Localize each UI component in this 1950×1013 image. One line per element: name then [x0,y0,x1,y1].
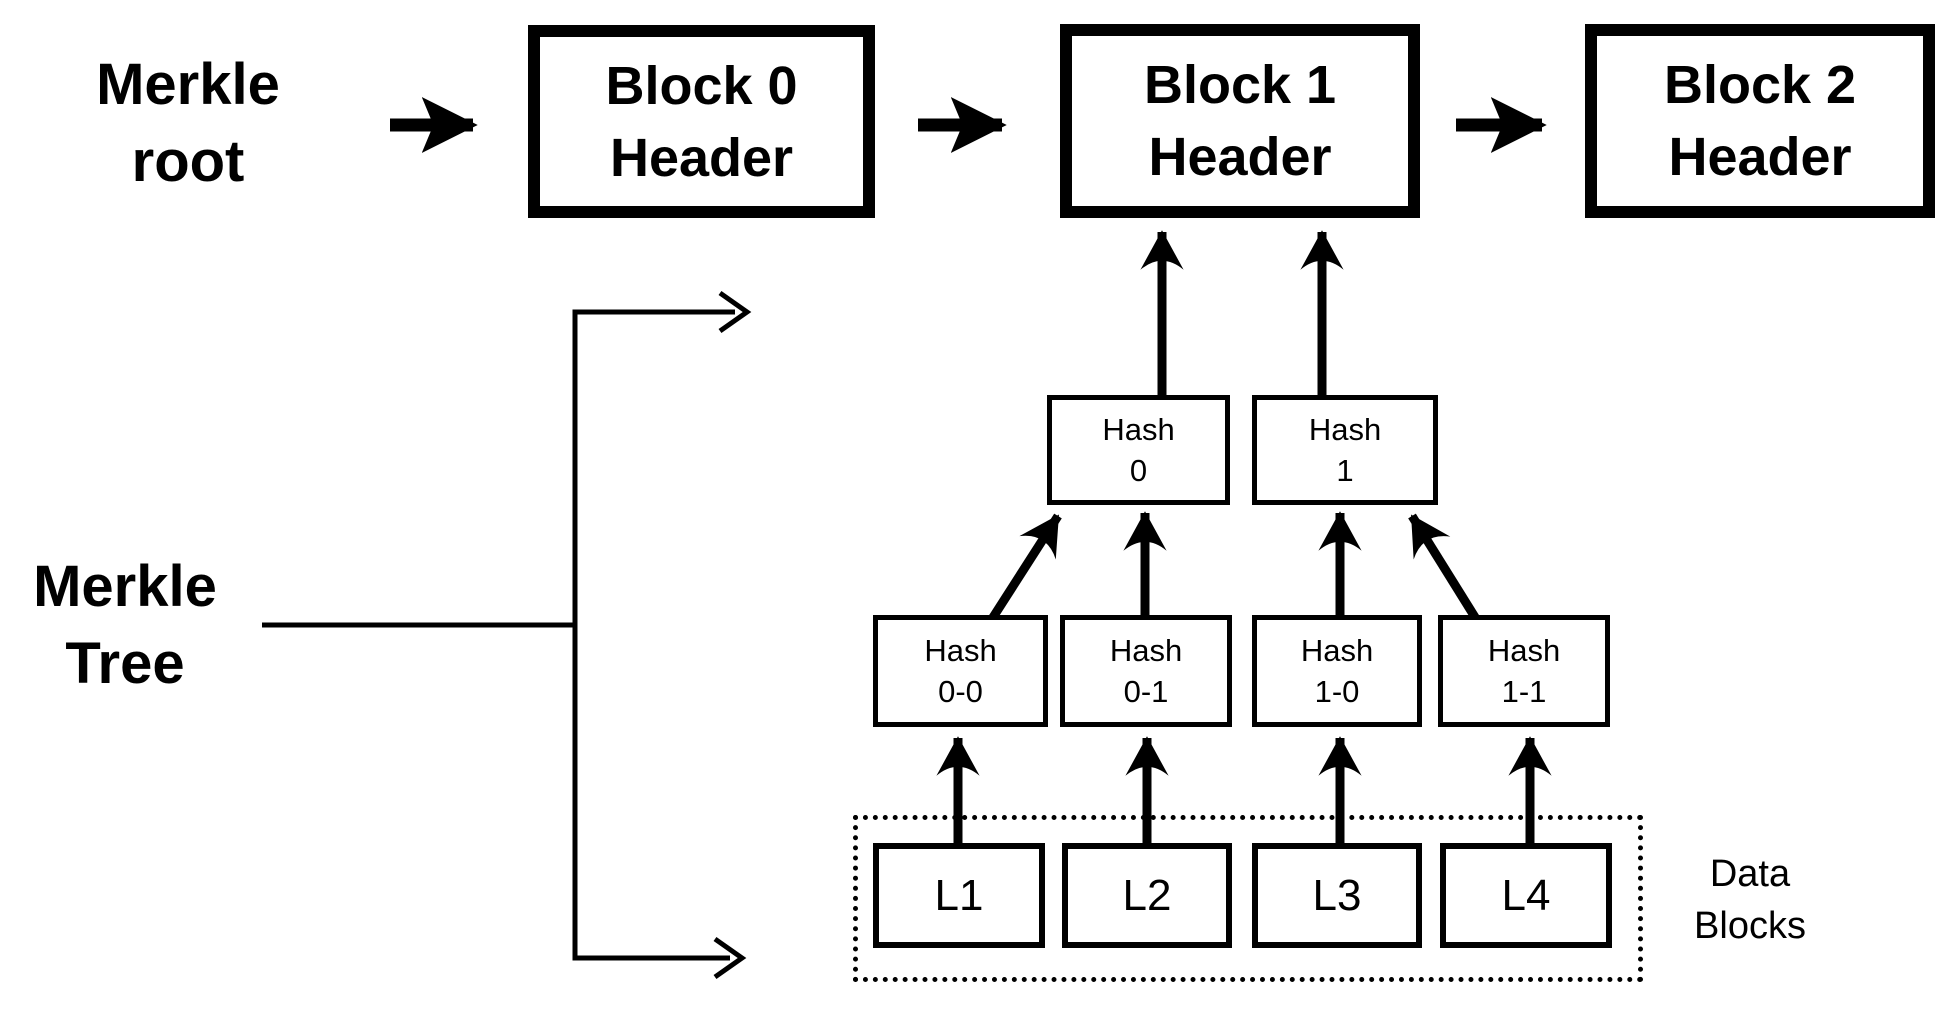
hash-0-line1: Hash [1102,412,1175,447]
merkle-root-line2: root [131,129,245,194]
block0-header-line1: Block 0 [605,55,798,116]
block2-header-line2: Header [1668,127,1852,187]
data-block-l1: L1 [873,843,1045,948]
merkle-tree-line1: Merkle [33,554,217,619]
hash-0-box: Hash 0 [1047,395,1230,505]
block2-header-line1: Block 2 [1663,55,1857,115]
block0-header-box: Block 0 Header [528,25,875,218]
hash-0-1-line2: 0-1 [1123,674,1169,709]
data-block-l3-label: L3 [1312,870,1362,920]
merkle-root-line1: Merkle [96,52,280,117]
hash-1-0-line1: Hash [1300,633,1374,668]
data-block-l4: L4 [1440,843,1612,948]
hash-0-0-line1: Hash [924,633,997,668]
data-block-l4-label: L4 [1501,870,1551,920]
hash-1-0-box: Hash 1-0 [1252,615,1422,727]
data-blocks-line1: Data [1709,853,1791,895]
hash-0-0-box: Hash 0-0 [873,615,1048,727]
merkle-root-label: Merkle root [38,46,338,200]
block2-header-box: Block 2 Header [1585,24,1935,218]
data-blocks-label: Data Blocks [1650,848,1850,952]
arrow-hash00-to-hash0-icon [986,513,1062,625]
hash-0-1-box: Hash 0-1 [1060,615,1232,727]
data-block-l3: L3 [1252,843,1422,948]
hash-1-line1: Hash [1308,412,1382,447]
block1-header-line2: Header [1148,127,1332,187]
merkle-tree-label: Merkle Tree [0,548,250,702]
hash-1-0-line2: 1-0 [1314,674,1360,709]
hash-0-line2: 0 [1129,453,1148,488]
hash-0-0-line2: 0-0 [938,674,983,709]
merkle-tree-line2: Tree [65,631,185,696]
hash-1-1-line2: 1-1 [1501,674,1547,709]
data-block-l2-label: L2 [1122,870,1172,920]
bracket-bottom-chevron-icon [713,936,747,980]
arrow-hash11-to-hash1-icon [1408,513,1482,625]
data-blocks-line2: Blocks [1694,905,1806,947]
block1-header-box: Block 1 Header [1060,24,1420,218]
hash-1-1-box: Hash 1-1 [1438,615,1610,727]
hash-0-1-line1: Hash [1109,633,1183,668]
hash-1-box: Hash 1 [1252,395,1438,505]
block0-header-line2: Header [609,127,794,188]
hash-1-1-line1: Hash [1487,633,1561,668]
bracket-top-chevron-icon [718,290,752,334]
hash-1-line2: 1 [1336,453,1354,488]
data-block-l2: L2 [1062,843,1232,948]
data-block-l1-label: L1 [934,870,984,920]
merkle-tree-bracket-line [572,309,735,961]
block1-header-line1: Block 1 [1143,55,1337,115]
